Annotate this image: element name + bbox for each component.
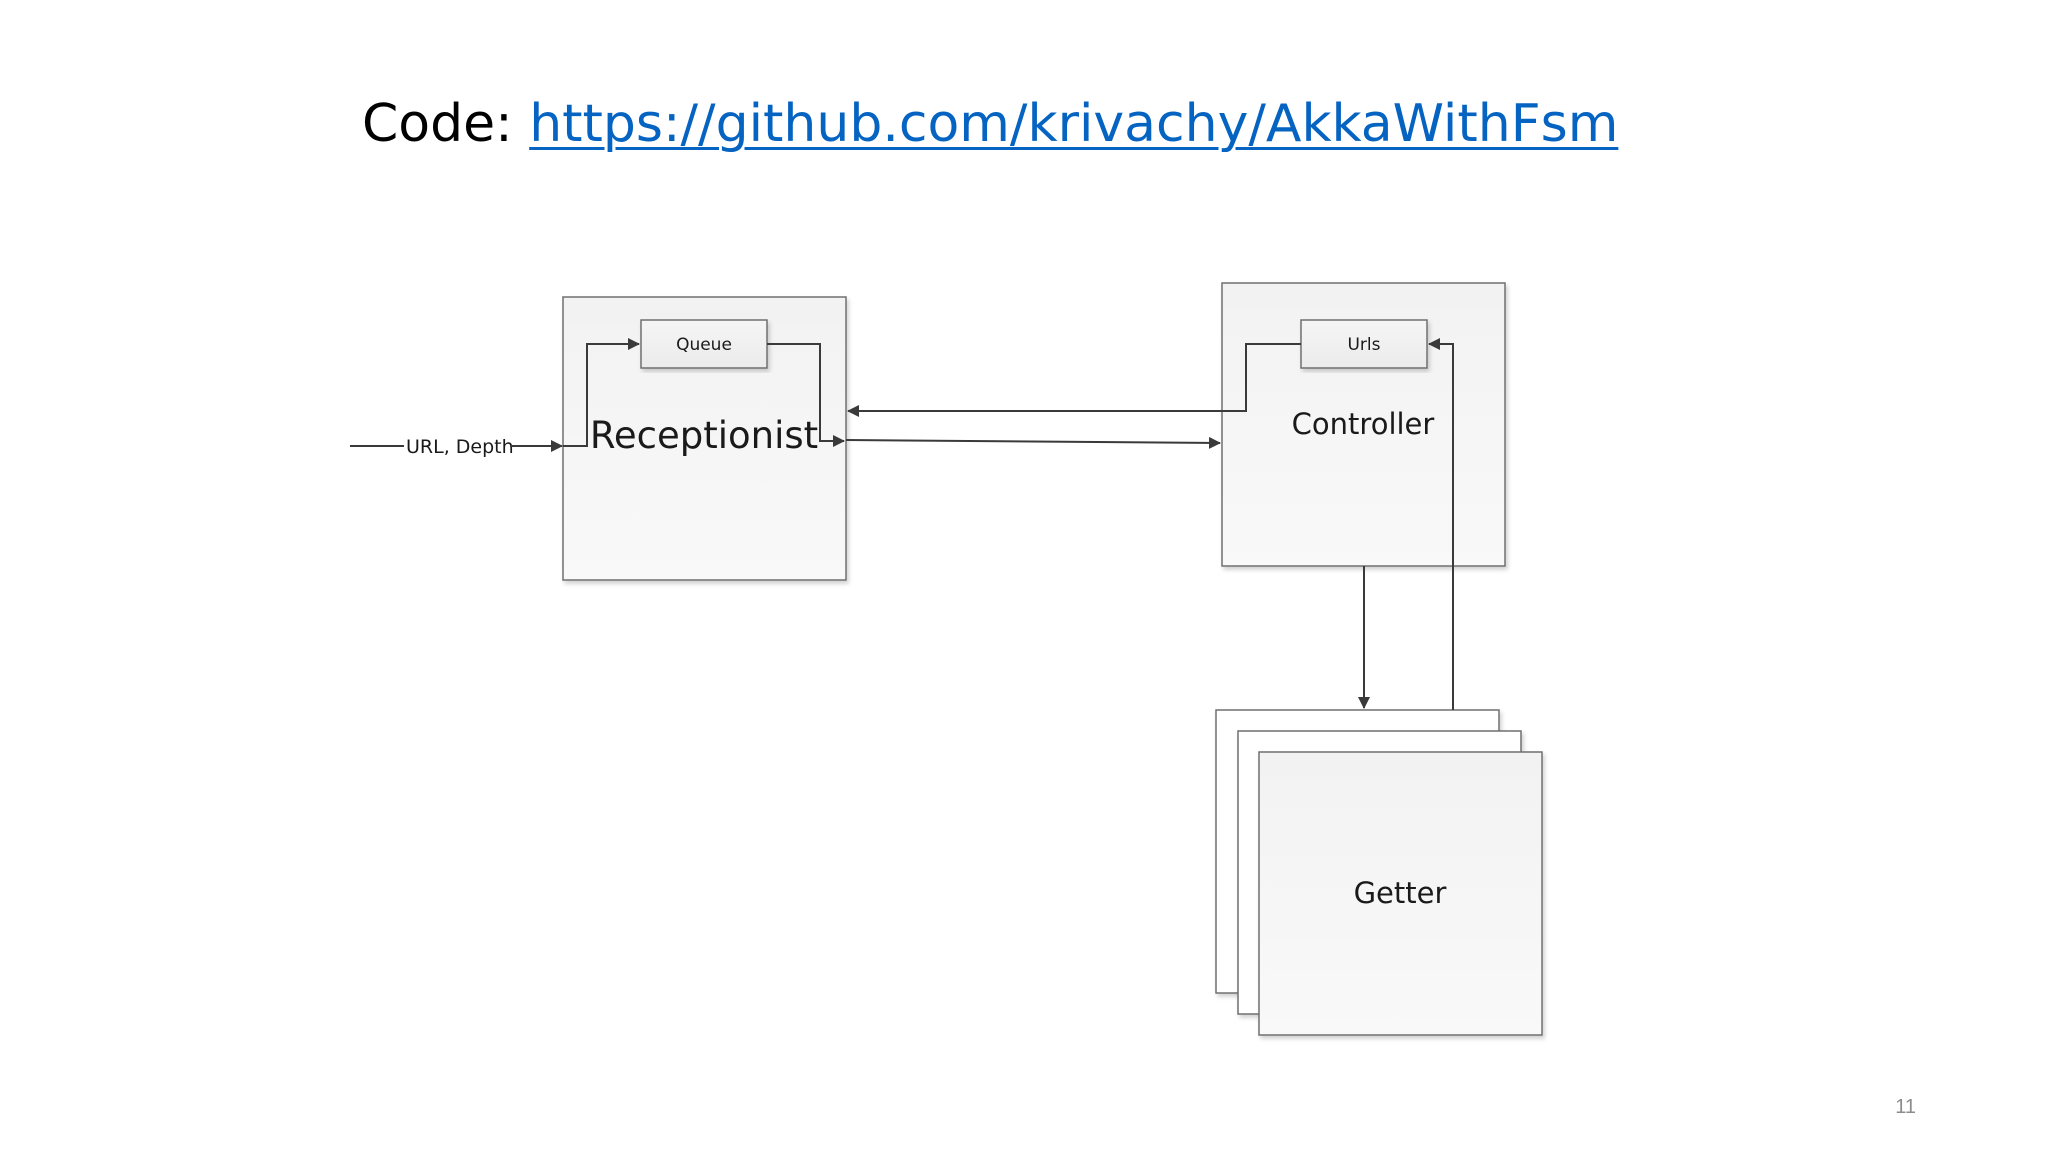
urls-node: Urls [1300,319,1428,369]
urls-label: Urls [1347,335,1380,355]
queue-label: Queue [676,335,732,355]
receptionist-to-controller-edge [845,436,1221,449]
getter-label: Getter [1354,876,1447,910]
receptionist-label: Receptionist [590,414,818,457]
getter-node-stack: Getter [1215,709,1543,1036]
queue-node: Queue [640,319,768,369]
getter-to-urls-edge [1428,338,1454,710]
controller-to-receptionist-edge [847,343,1301,417]
getter-card-front [1258,751,1543,1036]
slide-title: Code: https://github.com/krivachy/AkkaWi… [362,84,1618,164]
dequeue-edge [767,343,845,447]
slide-number: 11 [1895,1096,1916,1118]
repository-link[interactable]: https://github.com/krivachy/AkkaWithFsm [529,94,1619,154]
input-edge-label: URL, Depth [406,436,514,458]
input-edge: URL, Depth [350,436,563,458]
title-prefix: Code: [362,94,513,154]
controller-label: Controller [1292,407,1435,441]
enqueue-edge [563,338,640,447]
